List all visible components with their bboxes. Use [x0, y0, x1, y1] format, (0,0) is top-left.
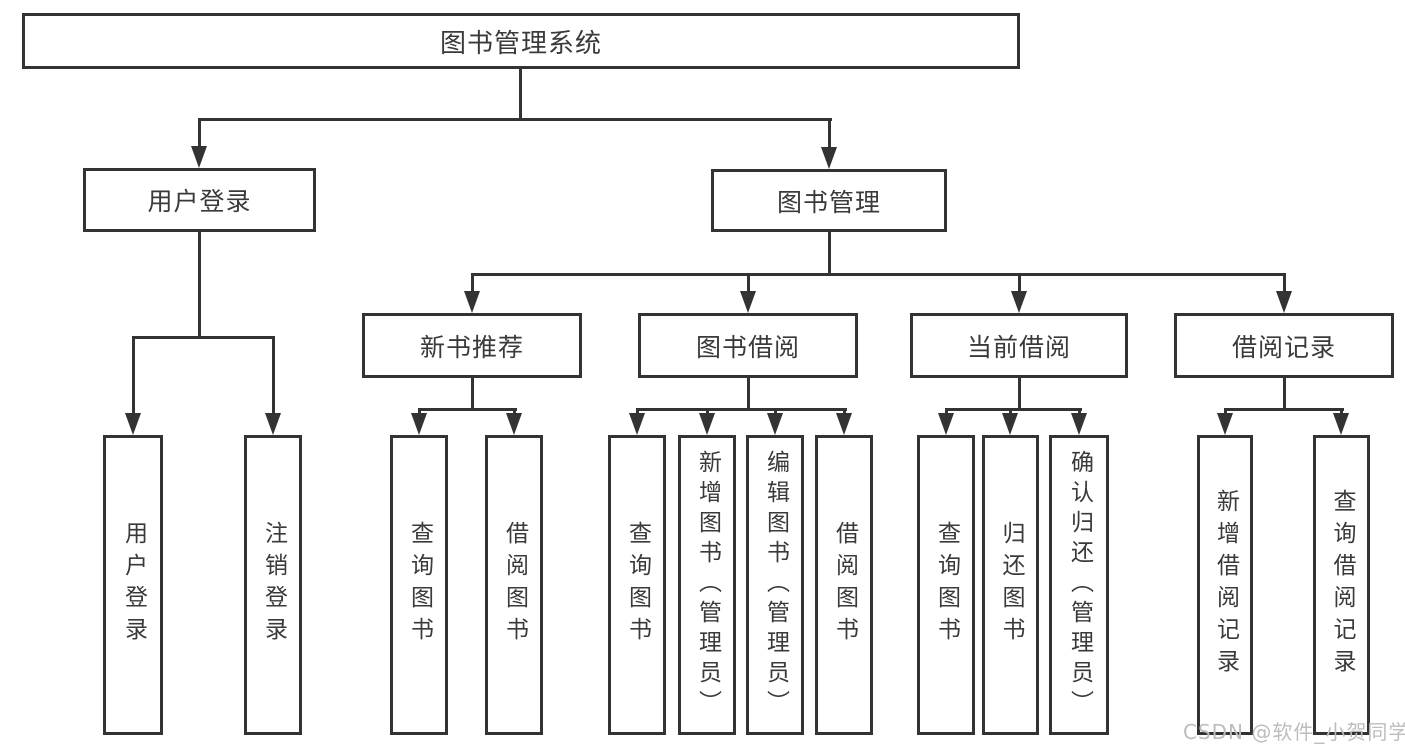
arrow-down-icon [265, 413, 281, 435]
leaf-rec-borrow-books: 借阅图书 [485, 435, 543, 735]
arrow-down-icon [1333, 413, 1349, 435]
arrow-down-icon [699, 413, 715, 435]
node-user-login: 用户登录 [83, 168, 316, 232]
arrow-down-icon [464, 291, 480, 313]
arrow-down-icon [125, 413, 141, 435]
arrow-down-icon [740, 291, 756, 313]
connector-user-login-crossbar [132, 336, 275, 339]
leaf-logout: 注销登录 [244, 435, 302, 735]
node-book-mgmt: 图书管理 [711, 169, 947, 232]
node-root: 图书管理系统 [22, 13, 1020, 69]
leaf-rec-query-books: 查询图书 [390, 435, 448, 735]
connector-to-leaf-logout [272, 339, 275, 413]
leaf-cb-confirm-return-admin: 确认归还（管理员） [1049, 435, 1109, 735]
leaf-br-add-record: 新增借阅记录 [1197, 435, 1253, 735]
arrow-down-icon [836, 413, 852, 435]
leaf-bb-add-books-admin: 新增图书（管理员） [678, 435, 736, 735]
leaf-bb-borrow-books: 借阅图书 [815, 435, 873, 735]
connector-new-book-rec-stem [471, 378, 474, 411]
arrow-down-icon [1002, 413, 1018, 435]
arrow-down-icon [191, 146, 207, 168]
connector-new-book-rec-crossbar [418, 408, 517, 411]
arrow-down-icon [629, 413, 645, 435]
connector-to-book-borrow [747, 276, 750, 291]
connector-borrow-records-stem [1283, 378, 1286, 411]
connector-to-user-login [198, 121, 201, 147]
connector-book-borrow-stem [747, 378, 750, 411]
connector-borrow-records-crossbar [1224, 408, 1344, 411]
connector-to-borrow-records [1283, 276, 1286, 291]
arrow-down-icon [411, 413, 427, 435]
arrow-down-icon [1276, 291, 1292, 313]
connector-to-leaf-user-login [132, 339, 135, 413]
leaf-bb-edit-books-admin: 编辑图书（管理员） [746, 435, 804, 735]
leaf-user-login: 用户登录 [103, 435, 163, 735]
arrow-down-icon [506, 413, 522, 435]
connector-book-mgmt-stem [828, 232, 831, 276]
connector-current-borrow-stem [1018, 378, 1021, 411]
connector-book-borrow-crossbar [636, 408, 847, 411]
connector-to-new-book-rec [471, 276, 474, 291]
connector-root-crossbar [198, 118, 832, 121]
connector-to-book-mgmt [828, 121, 831, 147]
arrow-down-icon [938, 413, 954, 435]
arrow-down-icon [1011, 291, 1027, 313]
connector-user-login-stem [198, 232, 201, 339]
csdn-watermark: CSDN @软件_小贺同学 [1183, 720, 1405, 744]
connector-current-borrow-crossbar [945, 408, 1082, 411]
leaf-cb-return-books: 归还图书 [982, 435, 1039, 735]
node-current-borrow: 当前借阅 [910, 313, 1128, 378]
arrow-down-icon [767, 413, 783, 435]
node-new-book-rec: 新书推荐 [362, 313, 582, 378]
arrow-down-icon [821, 147, 837, 169]
leaf-cb-query-books: 查询图书 [917, 435, 975, 735]
arrow-down-icon [1217, 413, 1233, 435]
node-book-borrow: 图书借阅 [638, 313, 858, 378]
connector-root-stem [519, 69, 522, 121]
node-borrow-records: 借阅记录 [1174, 313, 1394, 378]
arrow-down-icon [1071, 413, 1087, 435]
connector-book-mgmt-crossbar [471, 273, 1286, 276]
connector-to-current-borrow [1018, 276, 1021, 291]
leaf-bb-query-books: 查询图书 [608, 435, 666, 735]
leaf-br-query-record: 查询借阅记录 [1313, 435, 1370, 735]
